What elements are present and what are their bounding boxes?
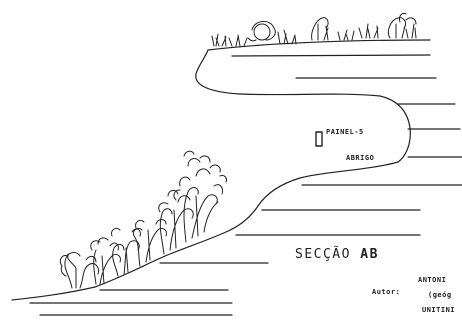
author-label: Autor: [372, 288, 401, 296]
stratum-line [231, 54, 431, 57]
section-title: SECÇÃO AB [295, 247, 379, 262]
shelter-label: ABRIGO [346, 154, 375, 162]
slope-vegetation [59, 150, 227, 289]
panel-marker [315, 131, 323, 147]
cliff-top-outline [195, 39, 431, 163]
section-prefix: SECÇÃO [295, 247, 351, 262]
author-institution: UNITINI [422, 306, 456, 314]
author-name: ANTONI [418, 276, 447, 284]
shelter-outline [11, 161, 399, 301]
section-id: AB [360, 247, 379, 262]
top-vegetation [211, 13, 417, 47]
author-profession: (geóg [428, 291, 452, 299]
panel-label: PAINEL-5 [326, 128, 364, 136]
